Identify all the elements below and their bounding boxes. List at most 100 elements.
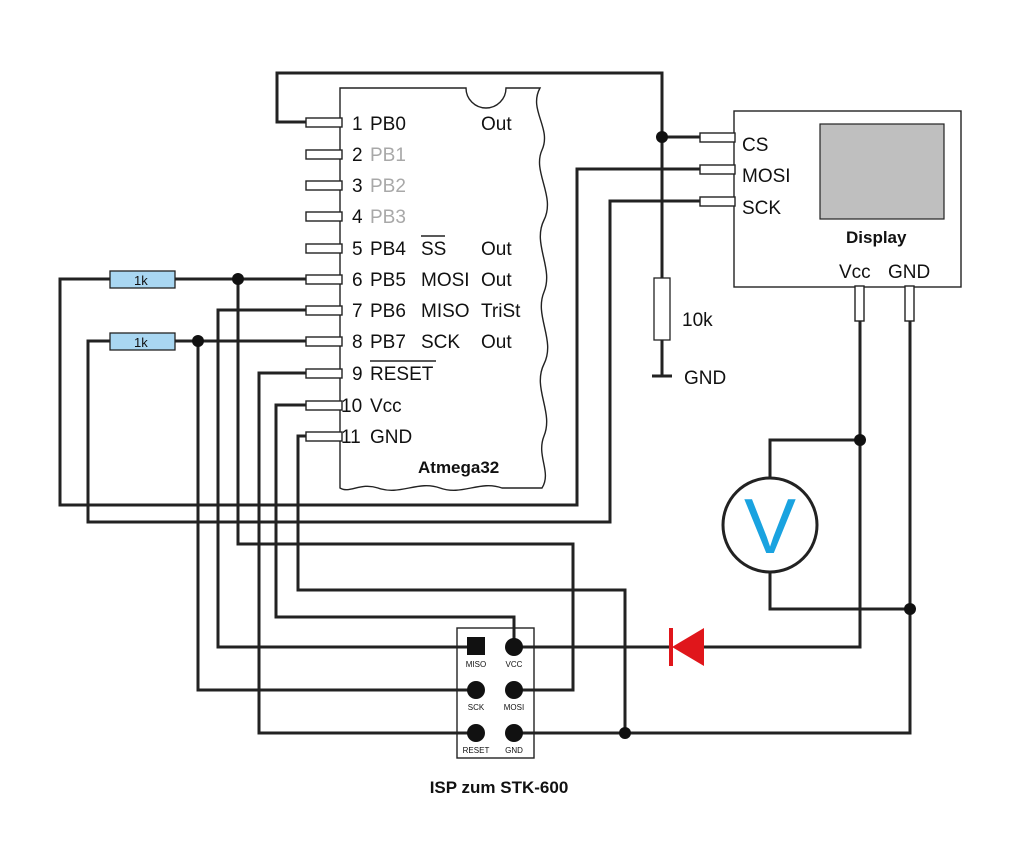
chip-pin-11 <box>305 431 343 442</box>
isp-label-vcc: VCC <box>506 660 523 669</box>
pin-7-name: PB6 <box>370 301 406 322</box>
junction-gnd-display <box>904 603 916 615</box>
chip-pin-5 <box>305 243 343 254</box>
pin-9-name: RESET <box>370 364 434 385</box>
wire-isp-gnd-display <box>514 320 912 735</box>
display-label-gnd: GND <box>888 262 930 283</box>
pin-10-name: Vcc <box>370 396 402 417</box>
resistor-10k: 10k GND <box>653 277 726 389</box>
diode <box>669 628 704 666</box>
wire-pb6-isp-miso <box>216 308 476 649</box>
junction-pb5 <box>232 273 244 285</box>
pin-8-name: PB7 <box>370 332 406 353</box>
chip-pin-7 <box>305 305 343 316</box>
voltmeter-symbol: V <box>744 482 796 570</box>
pin-6-num: 6 <box>352 270 363 291</box>
chip-name: Atmega32 <box>418 458 499 477</box>
display-pin-sck <box>699 196 736 207</box>
pin-7-func: MISO <box>421 301 470 322</box>
resistor-10k-label: 10k <box>682 310 713 331</box>
chip-atmega32: Atmega32 <box>339 87 549 492</box>
pin-3-num: 3 <box>352 176 363 197</box>
chip-pin-4 <box>305 211 343 222</box>
isp-label-mosi: MOSI <box>504 703 524 712</box>
wire-pb0-cs <box>275 71 700 139</box>
isp-pin-miso <box>467 637 485 655</box>
pin-8-num: 8 <box>352 332 363 353</box>
pin-2-num: 2 <box>352 145 363 166</box>
wire-gnd-isp <box>296 434 627 733</box>
chip-pins <box>305 117 343 442</box>
chip-pin-1 <box>305 117 343 128</box>
pin-8-func: SCK <box>421 332 460 353</box>
pin-4-num: 4 <box>352 207 363 228</box>
display-pin-cs <box>699 132 736 143</box>
isp-label-sck: SCK <box>468 703 485 712</box>
pin-11-num: 11 <box>341 427 361 448</box>
wire-vcc-isp <box>274 403 516 647</box>
pin-3-name: PB2 <box>370 176 406 197</box>
isp-pin-mosi <box>505 681 523 699</box>
pin-1-mode: Out <box>481 114 512 135</box>
isp-label-gnd: GND <box>505 746 523 755</box>
display-module: Display CS MOSI SCK Vcc GND <box>699 110 962 322</box>
pin-7-mode: TriSt <box>481 301 521 322</box>
wire-voltmeter-gnd <box>768 573 910 611</box>
wire-display-sck <box>86 199 700 524</box>
pin-5-name: PB4 <box>370 239 406 260</box>
isp-pin-gnd <box>505 724 523 742</box>
display-pin-vcc <box>854 285 865 322</box>
display-screen <box>819 123 945 220</box>
chip-body <box>339 87 549 492</box>
junction-vcc <box>854 434 866 446</box>
chip-pin-10 <box>305 400 343 411</box>
isp-title: ISP zum STK-600 <box>430 778 569 797</box>
junction-cs <box>656 131 668 143</box>
pin-5-mode: Out <box>481 239 512 260</box>
wire-pb5-isp-mosi <box>236 279 575 692</box>
pin-8-mode: Out <box>481 332 512 353</box>
wire-pb7-isp-sck <box>196 341 476 692</box>
pin-11-name: GND <box>370 427 412 448</box>
pin-1-num: 1 <box>352 114 363 135</box>
display-label-mosi: MOSI <box>742 166 791 187</box>
isp-header: MISO VCC SCK MOSI RESET GND ISP zum STK-… <box>430 627 569 797</box>
chip-pin-labels: 1 PB0 Out 2 PB1 3 PB2 4 PB3 5 PB4 SS Out… <box>341 114 521 448</box>
display-label-cs: CS <box>742 135 768 156</box>
pin-6-mode: Out <box>481 270 512 291</box>
resistor-r1-label: 1k <box>134 273 148 288</box>
junction-gnd-isp <box>619 727 631 739</box>
pin-10-num: 10 <box>341 396 362 417</box>
gnd-label-10k: GND <box>684 368 726 389</box>
chip-pin-9 <box>305 368 343 379</box>
pin-7-num: 7 <box>352 301 363 322</box>
wires <box>58 71 912 735</box>
wire-display-mosi <box>58 167 700 507</box>
voltmeter-circle <box>721 476 819 574</box>
junctions <box>192 131 916 739</box>
isp-label-miso: MISO <box>466 660 486 669</box>
isp-pin-reset <box>467 724 485 742</box>
resistor-r2-body <box>109 332 176 351</box>
resistor-r1-body <box>109 270 176 289</box>
display-pin-mosi <box>699 164 736 175</box>
chip-pin-6 <box>305 274 343 285</box>
pin-5-func: SS <box>421 239 446 260</box>
isp-label-reset: RESET <box>463 746 490 755</box>
pin-5-num: 5 <box>352 239 363 260</box>
wire-diode-display-vcc <box>704 320 862 649</box>
isp-pin-vcc <box>505 638 523 656</box>
isp-pin-sck <box>467 681 485 699</box>
display-label-vcc: Vcc <box>839 262 871 283</box>
wire-reset-isp <box>257 371 476 735</box>
junction-pb7 <box>192 335 204 347</box>
chip-pin-3 <box>305 180 343 191</box>
display-label-sck: SCK <box>742 198 781 219</box>
resistor-r1: 1k <box>109 270 176 289</box>
diode-triangle <box>672 628 704 666</box>
display-name: Display <box>846 228 907 247</box>
pin-6-name: PB5 <box>370 270 406 291</box>
wire-voltmeter-vcc <box>768 438 860 478</box>
pin-2-name: PB1 <box>370 145 406 166</box>
